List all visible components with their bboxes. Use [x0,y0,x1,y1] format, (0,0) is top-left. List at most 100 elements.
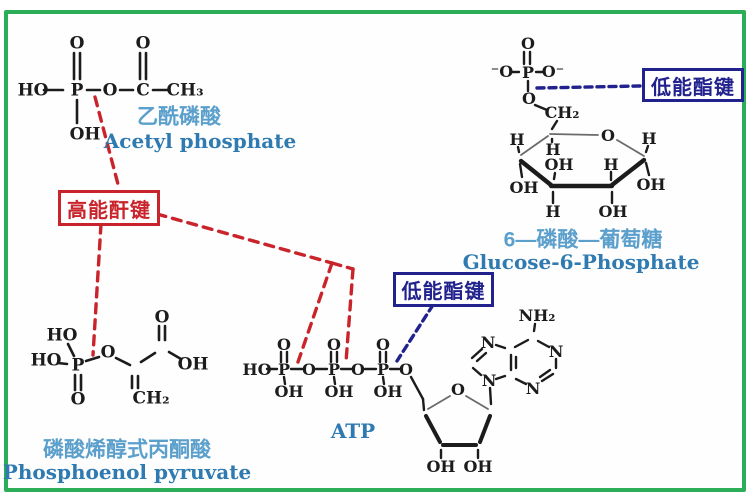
atp-atom-label: OH [274,382,304,401]
atp-atom-label: N [525,379,541,398]
dashed-connector [93,95,121,190]
bond [470,347,484,360]
bond [494,374,507,381]
glucose-6-phosphate-structure [509,50,651,205]
bond [552,171,557,181]
bond [488,386,493,406]
dashed-connector [395,303,435,363]
double-bond [475,351,488,363]
atp-atom-label: N [481,371,497,390]
low-energy-ester-bond-box-atp: 低能酯键 [393,272,494,307]
ring-edge [520,135,549,156]
low-energy-ester-bond-box-g6p: 低能酯键 [642,68,744,102]
dashed-connector [330,261,355,271]
atp-atom-label: P [327,360,341,379]
glucose-6-phosphate-atom-label: H [603,155,619,174]
ring-edge [465,395,489,410]
acetyl-phosphate-atom-label: OH [69,124,101,145]
phosphoenol-pyruvate-atom-label: O [100,342,116,363]
glucose-6-phosphate-atom-label: CH₂ [544,103,580,122]
acetyl-phosphate-name-en: Acetyl phosphate [103,129,297,153]
high-energy-bond-connectors [91,95,355,364]
acetyl-phosphate-structure [42,51,169,125]
glucose-6-phosphate-atom-label: OH [636,175,666,194]
bond [536,339,551,349]
bond [332,375,337,386]
ring-edge-bold [518,158,554,188]
bond [409,375,425,401]
phosphoenol-pyruvate-atom-label: O [154,307,170,328]
bond [282,375,287,386]
atp-atom-label: OH [463,457,493,476]
phosphoenol-pyruvate-atom-label: HO [30,350,62,371]
acetyl-phosphate-atom-label: C [136,80,150,101]
atp-structure [265,322,558,460]
phosphoenol-pyruvate-name-zh: 磷酸烯醇式丙酮酸 [43,438,211,462]
bond [421,397,426,412]
acetyl-phosphate-atom-label: HO [17,80,49,101]
phosphoenol-pyruvate-structure [56,324,183,392]
double-bond [538,368,552,379]
atp-atom-label: HO [242,360,272,379]
dashed-connector [344,267,355,364]
ring-edge-bold [424,414,442,444]
ring-edge [549,133,599,136]
ring-edge-bold [609,157,647,188]
glucose-6-phosphate-atom-label: P [521,63,535,82]
glucose-6-phosphate-atom-label: OH [598,202,628,221]
acetyl-phosphate-atom-label: CH₃ [166,80,204,101]
acetyl-phosphate-atom-label: O [135,33,151,54]
phosphoenol-pyruvate-name-en: Phosphoenol pyruvate [2,460,252,484]
atp-atom-label: O [277,335,291,354]
glucose-6-phosphate-atom-label: O [521,34,535,53]
phosphoenol-pyruvate-atom-label: OH [177,354,209,375]
atp-atom-label: P [376,360,390,379]
bond [518,162,524,179]
atp-atom-label: O [351,360,365,379]
atp-atom-label: N [480,333,496,352]
atp-atom-label: OH [426,457,456,476]
glucose-6-phosphate-atom-label: OH [509,178,539,197]
ring-edge [616,139,645,157]
bond [471,366,483,377]
glucose-6-phosphate-atom-label: O⁻ [541,62,565,81]
glucose-6-phosphate-atom-label: ⁻O [490,62,514,81]
glucose-6-phosphate-name-zh: 6—磷酸—葡萄糖 [503,228,663,252]
atp-atom-label: NH₂ [518,306,556,325]
acetyl-phosphate-name-zh: 乙酰磷酸 [137,105,221,129]
atp-atom-label: N [548,342,564,361]
bond [644,161,651,177]
high-energy-anhydride-bond-box: 高能酐键 [58,190,160,226]
bond [494,343,507,350]
atp-atom-label: O [376,335,390,354]
glucose-6-phosphate-atom-label: H [545,202,561,221]
glucose-6-phosphate-atom-label: H [545,140,561,159]
glucose-6-phosphate-name-en: Glucose-6-Phosphate [462,250,700,274]
ring-edge [427,395,451,410]
bond [644,144,650,154]
bond [516,145,521,154]
phosphoenol-pyruvate-atom-label: HO [46,325,78,346]
phosphoenol-pyruvate-atom-label: O [70,389,86,410]
bond [533,103,549,112]
atp-atom-label: P [277,360,291,379]
bond [139,351,157,364]
dashed-connector [535,84,642,90]
acetyl-phosphate-atom-label: O [69,33,85,54]
ring-edge-bold [478,414,492,444]
phosphoenol-pyruvate-atom-label: CH₂ [132,388,170,409]
atp-atom-label: O [302,360,316,379]
atp-atom-label: O [399,360,413,379]
dashed-connector [155,212,334,265]
low-energy-bond-connectors [395,84,642,363]
glucose-6-phosphate-atom-label: OH [544,155,574,174]
acetyl-phosphate-atom-label: P [70,80,84,101]
atp-name: ATP [330,419,376,443]
bond [167,350,183,361]
bond [513,338,530,349]
bond [550,119,559,131]
atp-atom-label: OH [324,382,354,401]
bond [540,372,555,383]
atp-atom-label: OH [373,382,403,401]
